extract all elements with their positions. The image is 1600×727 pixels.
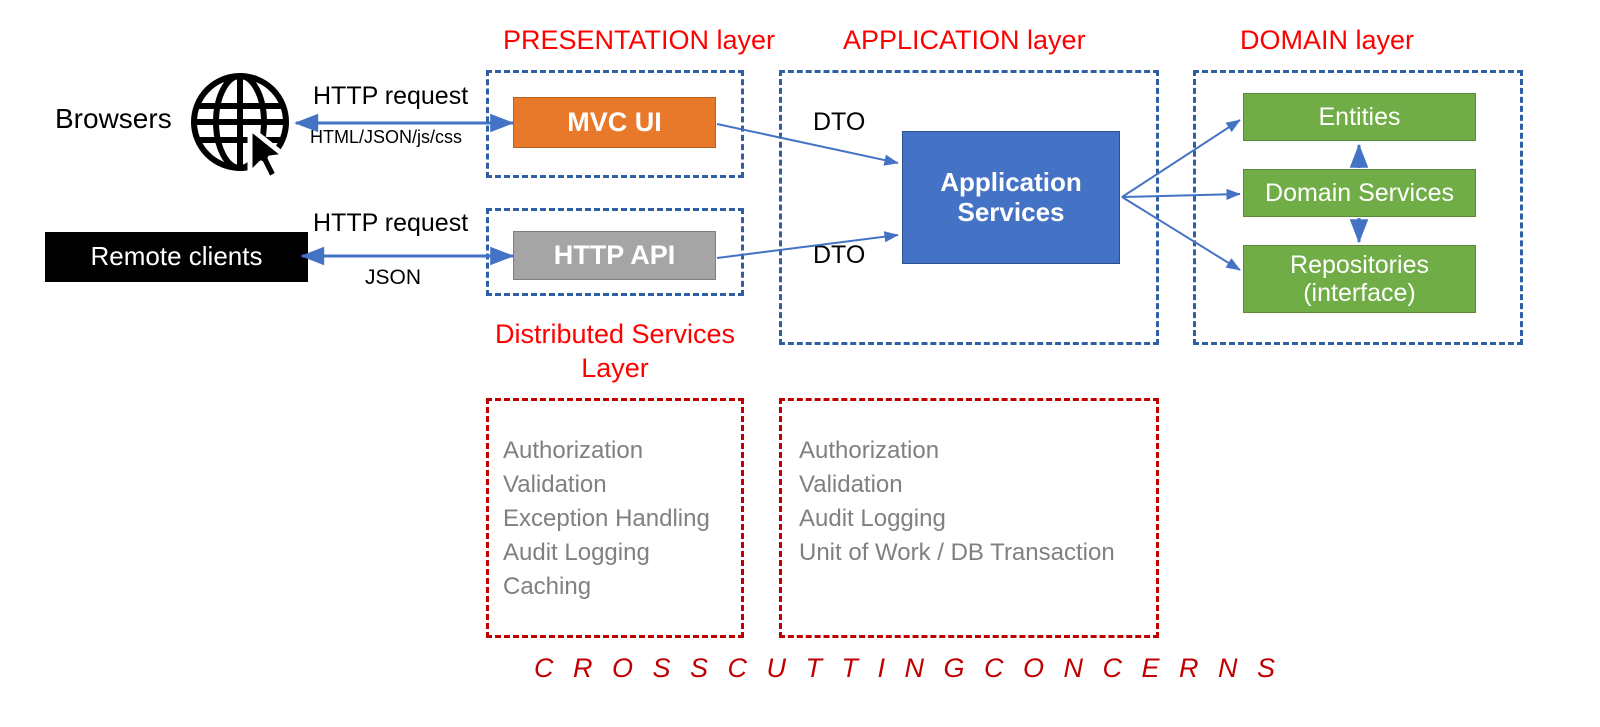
http-api-box: HTTP API [513,231,716,280]
repositories-line1: Repositories [1290,251,1429,279]
globe-cursor-icon [188,70,298,182]
list-item: Authorization [503,437,644,464]
layer-title-domain: DOMAIN layer [1240,25,1415,55]
domain-services-box: Domain Services [1243,169,1476,217]
list-item: Caching [503,573,592,601]
list-item: Authorization [799,437,940,464]
browser-request-label: HTTP request [313,82,469,110]
application-services-box: Application Services [902,131,1120,264]
cross-cutting-application-list: Authorization Validation Audit Logging U… [799,434,1156,570]
list-item: Validation [503,471,607,499]
list-item: Validation [799,471,903,499]
layer-title-presentation: PRESENTATION layer [503,25,776,55]
list-item: Audit Logging [503,539,650,567]
remote-request-label: HTTP request [313,209,469,237]
layer-title-application: APPLICATION layer [843,25,1086,55]
cross-cutting-distributed-list: Authorization Validation Exception Handl… [503,434,741,604]
list-item: Unit of Work / DB Transaction [799,539,1115,567]
browsers-label: Browsers [55,103,172,134]
application-services-line2: Services [957,196,1065,227]
browser-response-label: HTML/JSON/js/css [310,127,463,147]
dto-top-label: DTO [813,108,866,136]
application-services-line1: Application [940,167,1082,198]
cross-cutting-distributed-box: Authorization Validation Exception Handl… [486,398,744,638]
list-item: Audit Logging [799,505,946,533]
distributed-services-label-line2: Layer [581,352,649,383]
remote-clients-box: Remote clients [45,232,308,282]
repositories-line2: (interface) [1303,279,1416,307]
cross-cutting-concerns-caption: C R O S S C U T T I N G C O N C E R N S [534,653,1282,683]
list-item: Exception Handling [503,505,710,533]
entities-box: Entities [1243,93,1476,141]
repositories-box: Repositories (interface) [1243,245,1476,313]
cross-cutting-application-box: Authorization Validation Audit Logging U… [779,398,1159,638]
distributed-services-layer-label: Distributed Services Layer [490,318,740,386]
remote-response-label: JSON [365,266,422,289]
mvc-ui-box: MVC UI [513,97,716,148]
distributed-services-label-line1: Distributed Services [494,319,736,349]
dto-bottom-label: DTO [813,241,866,269]
